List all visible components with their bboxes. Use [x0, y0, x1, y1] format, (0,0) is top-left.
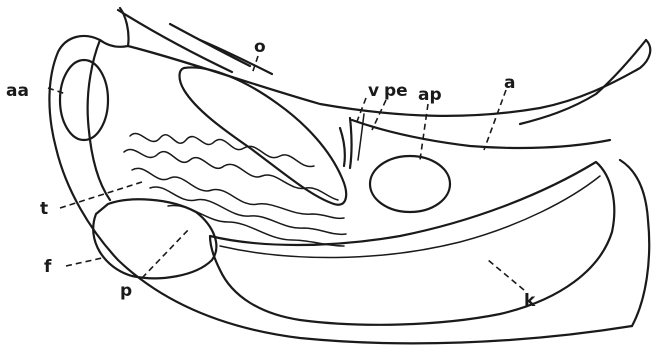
- label-ap: ap: [418, 85, 442, 105]
- muscle-k: [210, 162, 614, 325]
- label-p: p: [120, 281, 132, 301]
- testis-t: [124, 133, 346, 246]
- label-pe: pe: [384, 81, 408, 101]
- label-aa: aa: [6, 81, 29, 101]
- structure-aa: [60, 60, 108, 140]
- leader-lines: [48, 56, 524, 290]
- inner-wall: [352, 120, 610, 148]
- labels: aa o v pe ap a t f p k: [6, 37, 536, 311]
- label-v: v: [368, 81, 379, 101]
- structure-f: [93, 199, 216, 278]
- label-t: t: [40, 199, 48, 219]
- structure-ap: [370, 156, 450, 212]
- label-k: k: [524, 291, 536, 311]
- body-outline: [49, 8, 650, 343]
- label-f: f: [44, 257, 52, 277]
- label-o: o: [254, 37, 266, 57]
- ovary-o: [180, 67, 347, 204]
- label-a: a: [504, 73, 515, 93]
